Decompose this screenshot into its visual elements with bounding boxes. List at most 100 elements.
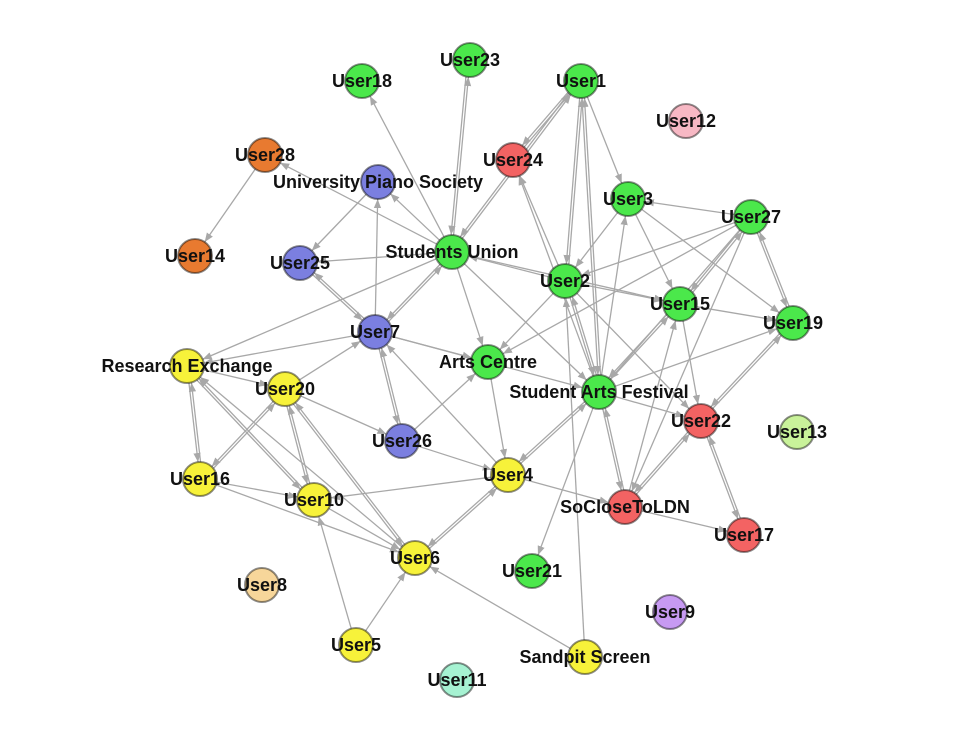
node-UniversityPianoSociety[interactable] [360,164,396,200]
edge-User2-to-StudentsUnion [468,254,549,278]
node-label: User2 [540,271,590,291]
edge-ResearchExchange-to-User10 [196,379,301,490]
edge-User4-to-User10 [330,476,492,501]
edge-UniversityPianoSociety-to-User25 [311,193,367,252]
node-User1[interactable] [563,63,599,99]
edge-User1-to-StudentArtsFestival [581,97,602,376]
node-User9[interactable] [652,594,688,630]
edge-User26-to-ArtsCentre [414,373,476,430]
node-User3[interactable] [610,181,646,217]
edge-ResearchExchange-to-User16 [188,382,201,463]
node-label: User24 [483,150,543,170]
node-label: Arts Centre [439,352,537,372]
node-User14[interactable] [177,238,213,274]
edge-User25-to-User7 [312,274,363,321]
edge-User6-to-User20 [294,402,406,545]
edge-StudentArtsFestival-to-User22 [615,396,685,418]
node-User22[interactable] [683,403,719,439]
node-User8[interactable] [244,567,280,603]
edge-User3-to-User15 [634,213,674,290]
node-label: User5 [331,635,381,655]
node-label: Research Exchange [101,356,272,376]
node-label: SoCloseToLDN [560,497,690,517]
edge-User27-to-SoCloseToLDN [631,232,745,492]
edge-User7-to-ResearchExchange [203,334,359,365]
node-User25[interactable] [282,245,318,281]
edge-User16-to-User20 [213,402,276,469]
edge-User16-to-ResearchExchange [188,382,202,462]
node-User16[interactable] [182,461,218,497]
edge-StudentsUnion-to-User18 [369,95,445,238]
node-User20[interactable] [267,371,303,407]
node-SoCloseToLDN[interactable] [607,489,643,525]
node-User11[interactable] [439,662,475,698]
node-User4[interactable] [490,457,526,493]
node-label: Student Arts Festival [509,382,688,402]
edge-User19-to-User22 [710,333,781,408]
node-ArtsCentre[interactable] [470,344,506,380]
edge-User10-to-User6 [328,507,401,551]
edge-User23-to-StudentsUnion [448,76,467,235]
edge-User16-to-User10 [216,481,298,499]
node-User5[interactable] [338,627,374,663]
edge-User27-to-User15 [690,229,741,292]
node-SandpitScreen[interactable] [567,639,603,675]
edge-User3-to-User19 [641,208,780,314]
edge-StudentArtsFestival-to-User4 [518,401,586,463]
node-User15[interactable] [662,286,698,322]
edge-User2-to-ArtsCentre [499,292,554,351]
node-User27[interactable] [733,199,769,235]
edge-User27-to-User3 [644,199,735,216]
node-label: User16 [170,469,230,489]
node-label: Students Union [386,242,519,262]
edge-User22-to-User17 [706,436,739,520]
node-User13[interactable] [779,414,815,450]
node-User19[interactable] [775,305,811,341]
edge-User28-to-User14 [204,168,256,243]
edge-User17-to-User22 [708,435,741,519]
node-User10[interactable] [296,482,332,518]
edge-User16-to-User6 [215,484,400,553]
node-User2[interactable] [547,263,583,299]
edge-User2-to-User1 [568,98,586,265]
node-User18[interactable] [344,63,380,99]
node-User7[interactable] [357,314,393,350]
node-StudentArtsFestival[interactable] [581,374,617,410]
edge-User15-to-User22 [682,320,700,405]
labels-layer: User1User23User18User12User24User28Unive… [101,50,827,690]
node-User26[interactable] [384,423,420,459]
node-StudentsUnion[interactable] [434,234,470,270]
edge-StudentsUnion-to-User28 [279,162,438,245]
edge-User10-to-ResearchExchange [198,377,303,489]
edge-User10-to-User20 [288,405,311,484]
node-User28[interactable] [247,137,283,173]
node-User24[interactable] [495,142,531,178]
edge-User1-to-User24 [521,91,569,146]
node-label: User28 [235,145,295,165]
node-label: User1 [556,71,606,91]
edge-User3-to-User2 [574,212,619,268]
edge-User1-to-User2 [563,97,581,265]
edge-User4-to-StudentArtsFestival [520,402,587,465]
edge-User15-to-User27 [692,231,743,293]
edge-StudentArtsFestival-to-User21 [537,407,594,556]
node-User6[interactable] [397,540,433,576]
node-User17[interactable] [726,517,762,553]
edge-User2-to-User15 [581,283,664,303]
edge-User27-to-User2 [580,221,736,277]
edge-User24-to-User1 [523,93,571,148]
edge-StudentArtsFestival-to-SoCloseToLDN [602,408,623,491]
node-label: User19 [763,313,823,333]
node-label: User12 [656,111,716,131]
node-User23[interactable] [452,42,488,78]
node-label: User26 [372,431,432,451]
node-ResearchExchange[interactable] [169,348,205,384]
node-User21[interactable] [514,553,550,589]
edge-StudentArtsFestival-to-User15 [610,316,669,380]
node-label: User18 [332,71,392,91]
edge-User26-to-User7 [380,347,401,425]
edge-User4-to-User7 [386,344,497,463]
node-User12[interactable] [668,103,704,139]
node-label: User7 [350,322,400,342]
